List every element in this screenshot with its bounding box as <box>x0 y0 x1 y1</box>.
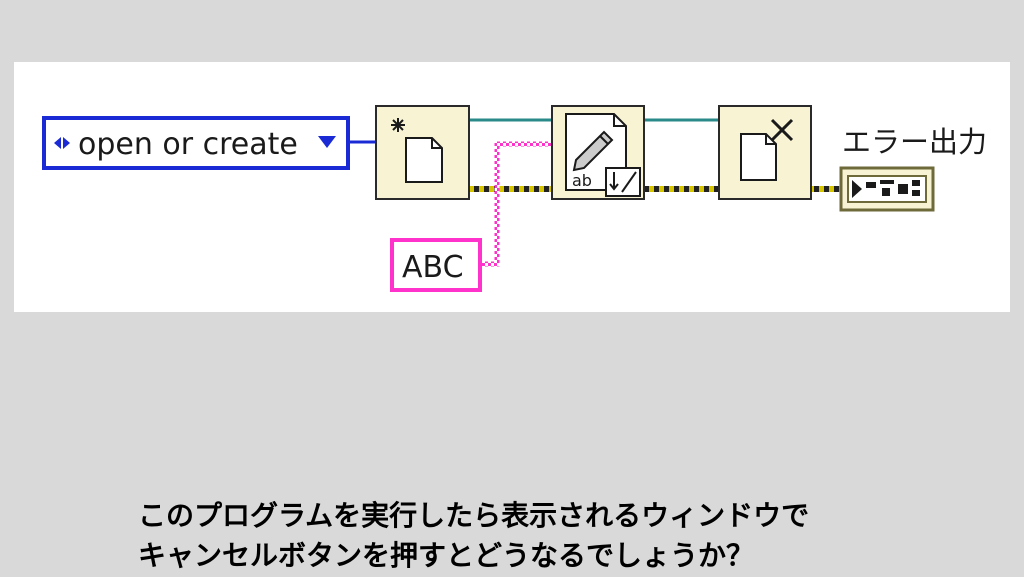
question-text: このプログラムを実行したら表示されるウィンドウで キャンセルボタンを押すとどうな… <box>138 496 1018 576</box>
block-diagram-canvas: open or create <box>14 62 1010 312</box>
pencil-icon <box>572 130 614 172</box>
close-file-node[interactable] <box>718 105 812 200</box>
ab-glyph: ab <box>572 171 592 190</box>
labview-block-diagram: open or create <box>42 105 987 292</box>
enum-value: open or create <box>78 127 298 162</box>
string-constant-abc[interactable]: ABC <box>390 238 482 292</box>
wires <box>348 118 841 267</box>
open-file-icon <box>391 118 443 183</box>
error-wire-1[interactable] <box>469 186 552 192</box>
error-wire-3[interactable] <box>811 186 841 192</box>
question-line-1: このプログラムを実行したら表示されるウィンドウで <box>138 499 810 532</box>
question-line-2: キャンセルボタンを押すとどうなるでしょうか？ <box>138 539 755 572</box>
error-out-label: エラー出力 <box>842 125 987 159</box>
enum-constant-open-or-create[interactable]: open or create <box>42 116 350 170</box>
cluster-pattern-icon <box>866 180 920 196</box>
write-text-file-icon: ab <box>565 113 641 197</box>
close-file-icon <box>740 118 794 181</box>
dropdown-arrow-icon[interactable] <box>318 136 336 148</box>
string-constant-value: ABC <box>402 250 464 285</box>
open-create-replace-file-node[interactable] <box>375 105 470 200</box>
write-to-text-file-node[interactable]: ab <box>551 105 645 200</box>
string-wire[interactable] <box>480 141 552 267</box>
terminal-arrow-icon <box>852 180 862 198</box>
error-wire-2[interactable] <box>644 186 719 192</box>
error-out-indicator[interactable] <box>839 166 935 212</box>
enum-arrows-icon[interactable] <box>54 137 70 149</box>
